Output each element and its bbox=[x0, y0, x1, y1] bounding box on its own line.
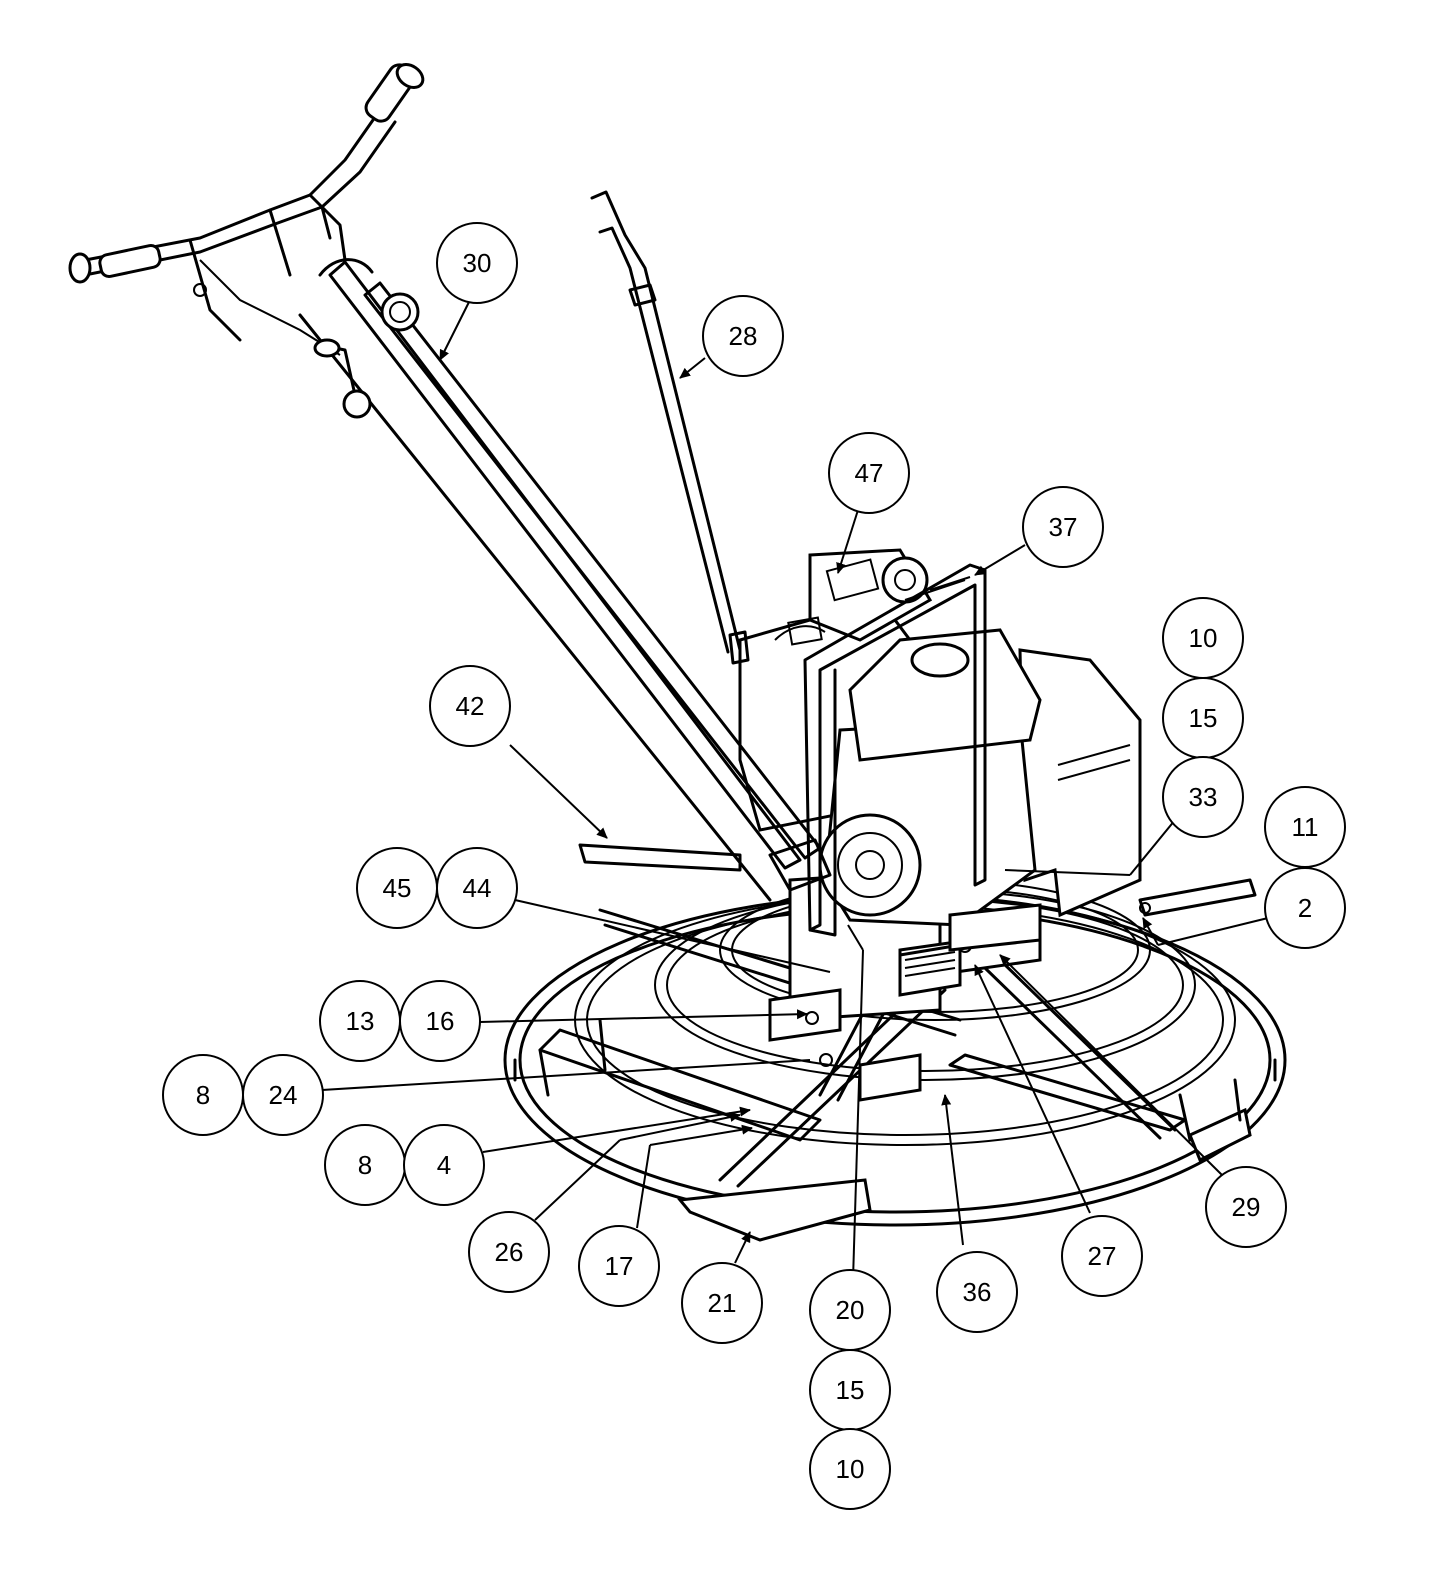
callout-36: 36 bbox=[936, 1251, 1018, 1333]
leader-33b bbox=[1004, 869, 1131, 876]
callout-27: 27 bbox=[1061, 1215, 1143, 1297]
trowel-blades bbox=[538, 1028, 1252, 1242]
pitch-lever bbox=[590, 190, 750, 665]
ring-brackets bbox=[538, 843, 1257, 1142]
callout-33: 33 bbox=[1162, 756, 1244, 838]
callout-10-bottom-label: 10 bbox=[836, 1454, 865, 1484]
callout-42: 42 bbox=[429, 665, 511, 747]
leader-36 bbox=[941, 1094, 964, 1246]
leader-17b bbox=[649, 1124, 753, 1146]
leader-28 bbox=[679, 357, 706, 379]
callout-27-label: 27 bbox=[1088, 1241, 1117, 1271]
leader-37 bbox=[974, 544, 1026, 576]
callout-44-label: 44 bbox=[463, 873, 492, 903]
callout-28: 28 bbox=[702, 295, 784, 377]
callout-2: 2 bbox=[1264, 867, 1346, 949]
leader-42 bbox=[509, 744, 608, 839]
throttle-lever bbox=[193, 283, 372, 419]
leader-2 bbox=[1157, 917, 1269, 946]
callout-33-label: 33 bbox=[1189, 782, 1218, 812]
leader-30 bbox=[439, 299, 471, 361]
callout-10-top-label: 10 bbox=[1189, 623, 1218, 653]
callout-44: 44 bbox=[436, 847, 518, 929]
callout-15-top: 15 bbox=[1162, 677, 1244, 759]
callout-37: 37 bbox=[1022, 486, 1104, 568]
callout-15-top-label: 15 bbox=[1189, 703, 1218, 733]
callout-8-lower: 8 bbox=[324, 1124, 406, 1206]
callout-24: 24 bbox=[242, 1054, 324, 1136]
callout-20: 20 bbox=[809, 1269, 891, 1351]
callout-10-top: 10 bbox=[1162, 597, 1244, 679]
callout-11-label: 11 bbox=[1292, 812, 1319, 842]
handlebar bbox=[68, 63, 425, 356]
callout-13: 13 bbox=[319, 980, 401, 1062]
handle-shaft bbox=[298, 258, 832, 902]
callout-26: 26 bbox=[468, 1211, 550, 1293]
callout-17-label: 17 bbox=[605, 1251, 634, 1281]
callout-29-label: 29 bbox=[1232, 1192, 1261, 1222]
leader-20 bbox=[852, 949, 864, 1281]
callout-45-label: 45 bbox=[383, 873, 412, 903]
callout-8-upper: 8 bbox=[162, 1054, 244, 1136]
callout-17: 17 bbox=[578, 1225, 660, 1307]
leader-24 bbox=[321, 1059, 811, 1091]
callout-13-label: 13 bbox=[346, 1006, 375, 1036]
leader-26 bbox=[534, 1139, 621, 1221]
callout-30-label: 30 bbox=[463, 248, 492, 278]
callout-4: 4 bbox=[403, 1124, 485, 1206]
callout-8-upper-label: 8 bbox=[196, 1080, 210, 1110]
leader-44 bbox=[514, 899, 831, 973]
callout-16-label: 16 bbox=[426, 1006, 455, 1036]
leader-29 bbox=[999, 954, 1223, 1176]
engine bbox=[738, 548, 1142, 927]
leader-lines bbox=[321, 299, 1269, 1281]
callout-21-label: 21 bbox=[708, 1288, 737, 1318]
callout-42-label: 42 bbox=[456, 691, 485, 721]
callout-36-label: 36 bbox=[963, 1277, 992, 1307]
callout-21: 21 bbox=[681, 1262, 763, 1344]
callout-8-lower-label: 8 bbox=[358, 1150, 372, 1180]
callouts: 30 28 47 37 10 15 33 11 2 42 45 44 13 16… bbox=[162, 222, 1346, 1510]
callout-28-label: 28 bbox=[729, 321, 758, 351]
throttle-panel bbox=[898, 903, 1042, 997]
callout-26-label: 26 bbox=[495, 1237, 524, 1267]
leader-26b bbox=[619, 1112, 741, 1141]
callout-16: 16 bbox=[399, 980, 481, 1062]
leader-21 bbox=[734, 1231, 751, 1264]
callout-4-label: 4 bbox=[437, 1150, 451, 1180]
leader-16 bbox=[479, 1009, 808, 1023]
machine-drawing bbox=[68, 63, 1287, 1242]
leader-17 bbox=[636, 1144, 651, 1229]
callout-24-label: 24 bbox=[269, 1080, 298, 1110]
callout-11: 11 bbox=[1264, 786, 1346, 868]
callout-30: 30 bbox=[436, 222, 518, 304]
leader-33 bbox=[1129, 819, 1176, 876]
callout-10-bottom: 10 bbox=[809, 1428, 891, 1510]
leader-2b bbox=[1142, 917, 1159, 946]
callout-2-label: 2 bbox=[1298, 893, 1312, 923]
callout-47: 47 bbox=[828, 432, 910, 514]
callout-29: 29 bbox=[1205, 1166, 1287, 1248]
callout-45: 45 bbox=[356, 847, 438, 929]
callout-15-bottom: 15 bbox=[809, 1349, 891, 1431]
callout-15-bottom-label: 15 bbox=[836, 1375, 865, 1405]
callout-20-label: 20 bbox=[836, 1295, 865, 1325]
callout-37-label: 37 bbox=[1049, 512, 1078, 542]
leader-47 bbox=[836, 509, 859, 574]
leader-4 bbox=[482, 1106, 751, 1153]
leader-27 bbox=[974, 964, 1091, 1214]
callout-47-label: 47 bbox=[855, 458, 884, 488]
leader-20b bbox=[847, 924, 864, 951]
